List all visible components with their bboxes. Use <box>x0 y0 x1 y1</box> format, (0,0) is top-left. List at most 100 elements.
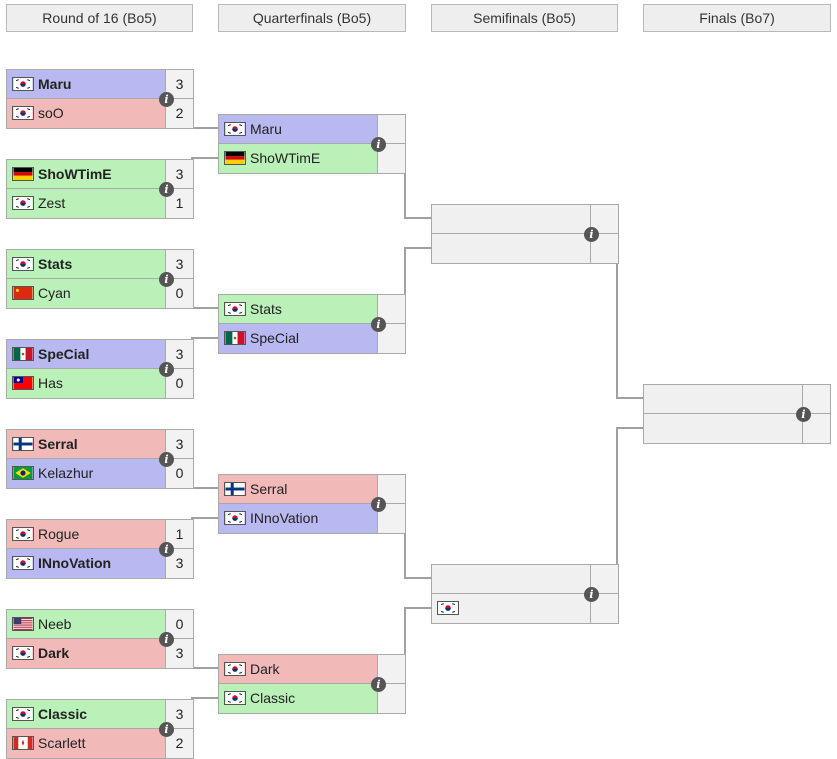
info-icon[interactable]: i <box>159 632 174 647</box>
player-name: Dark <box>250 661 280 677</box>
player-name: Classic <box>250 690 296 706</box>
player-slot[interactable]: SpeCial <box>219 324 377 353</box>
flag-kr-icon <box>12 646 34 660</box>
player-name: Zest <box>38 195 66 211</box>
player-slot[interactable]: Classic <box>7 700 165 729</box>
player-slot[interactable] <box>644 385 802 414</box>
player-slot[interactable]: soO <box>7 99 165 128</box>
player-slot[interactable]: Zest <box>7 189 165 218</box>
player-name: ShoWTimE <box>250 150 321 166</box>
flag-kr-icon <box>12 707 34 721</box>
player-score: 3 <box>165 250 193 279</box>
info-icon[interactable]: i <box>159 362 174 377</box>
semifinal-match: i <box>431 564 619 624</box>
info-icon[interactable]: i <box>371 317 386 332</box>
player-name: Has <box>38 375 63 391</box>
player-slot[interactable]: Has <box>7 369 165 398</box>
player-slot[interactable]: Rogue <box>7 520 165 549</box>
player-name: ShoWTimE <box>38 166 112 182</box>
flag-mx-icon <box>12 347 34 361</box>
info-icon[interactable]: i <box>371 497 386 512</box>
info-icon[interactable]: i <box>159 722 174 737</box>
player-name: Maru <box>38 76 72 92</box>
final-match: i <box>643 384 831 444</box>
flag-fi-icon <box>224 482 246 496</box>
player-slot[interactable]: Scarlett <box>7 729 165 758</box>
info-icon[interactable]: i <box>159 272 174 287</box>
flag-kr-icon <box>224 511 246 525</box>
player-name: soO <box>38 105 64 121</box>
player-slot[interactable]: Stats <box>7 250 165 279</box>
player-name: Stats <box>38 256 73 272</box>
info-icon[interactable]: i <box>796 407 811 422</box>
player-score: 3 <box>165 700 193 729</box>
semifinal-match: i <box>431 204 619 264</box>
player-name: Serral <box>38 436 78 452</box>
flag-br-icon <box>12 466 34 480</box>
player-name: Neeb <box>38 616 72 632</box>
flag-fi-icon <box>12 437 34 451</box>
player-slot[interactable]: SpeCial <box>7 340 165 369</box>
flag-kr-icon <box>224 691 246 705</box>
info-icon[interactable]: i <box>584 587 599 602</box>
player-slot[interactable] <box>432 565 590 594</box>
player-slot[interactable]: Maru <box>219 115 377 144</box>
player-name: SpeCial <box>38 346 90 362</box>
flag-us-icon <box>12 617 34 631</box>
header-quarterfinals: Quarterfinals (Bo5) <box>218 4 406 32</box>
header-round-of-16: Round of 16 (Bo5) <box>6 4 193 32</box>
player-slot[interactable] <box>432 594 590 623</box>
player-slot[interactable]: Neeb <box>7 610 165 639</box>
player-slot[interactable]: Cyan <box>7 279 165 308</box>
info-icon[interactable]: i <box>159 92 174 107</box>
info-icon[interactable]: i <box>159 182 174 197</box>
player-slot[interactable]: INnoVation <box>7 549 165 578</box>
player-name: Dark <box>38 645 70 661</box>
player-slot[interactable]: ShoWTimE <box>219 144 377 173</box>
flag-de-icon <box>12 167 34 181</box>
info-icon[interactable]: i <box>371 677 386 692</box>
flag-kr-icon <box>12 106 34 120</box>
player-name: Classic <box>38 706 88 722</box>
player-slot[interactable] <box>432 234 590 263</box>
flag-kr-icon <box>224 662 246 676</box>
flag-ca-icon <box>12 736 34 750</box>
player-score: 0 <box>165 279 193 308</box>
flag-kr-icon <box>437 601 459 615</box>
info-icon[interactable]: i <box>584 227 599 242</box>
player-slot[interactable]: Maru <box>7 70 165 99</box>
flag-mx-icon <box>224 331 246 345</box>
player-slot[interactable]: Dark <box>219 655 377 684</box>
player-slot[interactable]: Kelazhur <box>7 459 165 488</box>
player-name: Cyan <box>38 285 71 301</box>
player-slot[interactable]: Serral <box>7 430 165 459</box>
player-score: 3 <box>165 430 193 459</box>
player-slot[interactable] <box>432 205 590 234</box>
player-slot[interactable]: Serral <box>219 475 377 504</box>
player-name: SpeCial <box>250 330 300 346</box>
player-slot[interactable]: ShoWTimE <box>7 160 165 189</box>
player-slot[interactable]: Dark <box>7 639 165 668</box>
player-slot[interactable]: INnoVation <box>219 504 377 533</box>
flag-kr-icon <box>224 122 246 136</box>
player-slot[interactable] <box>644 414 802 443</box>
player-name: Kelazhur <box>38 465 94 481</box>
player-slot[interactable]: Stats <box>219 295 377 324</box>
flag-kr-icon <box>12 77 34 91</box>
flag-de-icon <box>224 151 246 165</box>
flag-tw-icon <box>12 376 34 390</box>
player-name: Scarlett <box>38 735 86 751</box>
info-icon[interactable]: i <box>159 542 174 557</box>
player-name: Maru <box>250 121 282 137</box>
info-icon[interactable]: i <box>159 452 174 467</box>
flag-kr-icon <box>12 196 34 210</box>
flag-kr-icon <box>224 302 246 316</box>
player-name: Stats <box>250 301 282 317</box>
info-icon[interactable]: i <box>371 137 386 152</box>
player-slot[interactable]: Classic <box>219 684 377 713</box>
